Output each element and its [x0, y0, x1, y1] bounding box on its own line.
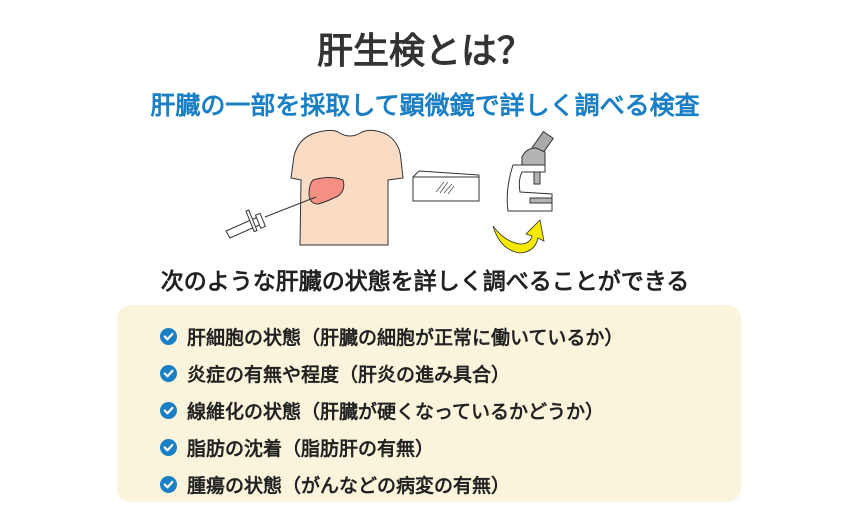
list-item-label: 炎症の有無や程度（肝炎の進み具合） [187, 364, 511, 386]
glass-slide-icon [412, 170, 480, 202]
list-item-label: 線維化の状態（肝臓が硬くなっているかどうか） [187, 401, 605, 423]
check-circle-icon [160, 476, 177, 493]
section-heading: 次のような肝臓の状態を詳しく調べることができる [160, 269, 690, 295]
check-circle-icon [160, 365, 177, 382]
list-item: 炎症の有無や程度（肝炎の進み具合） [160, 355, 623, 392]
page-title: 肝生検とは？ [316, 31, 533, 72]
biopsy-needle-icon [225, 196, 317, 239]
list-item: 腫瘍の状態（がんなどの病変の有無） [160, 466, 623, 503]
check-circle-icon [160, 328, 177, 345]
microscope-icon [506, 130, 554, 212]
list-item-label: 肝細胞の状態（肝臓の細胞が正常に働いているか） [187, 327, 624, 349]
check-circle-icon [160, 439, 177, 456]
curved-arrow-icon [492, 219, 545, 254]
checklist: 肝細胞の状態（肝臓の細胞が正常に働いているか） 炎症の有無や程度（肝炎の進み具合… [160, 318, 623, 503]
check-circle-icon [160, 402, 177, 419]
list-item: 脂肪の沈着（脂肪肝の有無） [160, 429, 623, 466]
biopsy-illustration [225, 129, 554, 254]
subtitle: 肝臓の一部を採取して顕微鏡で詳しく調べる検査 [150, 91, 700, 120]
checklist-panel [117, 305, 741, 502]
list-item-label: 脂肪の沈着（脂肪肝の有無） [187, 438, 435, 460]
list-item: 肝細胞の状態（肝臓の細胞が正常に働いているか） [160, 318, 623, 355]
torso-with-liver-icon [290, 129, 404, 246]
list-item: 線維化の状態（肝臓が硬くなっているかどうか） [160, 392, 623, 429]
list-item-label: 腫瘍の状態（がんなどの病変の有無） [187, 475, 511, 497]
